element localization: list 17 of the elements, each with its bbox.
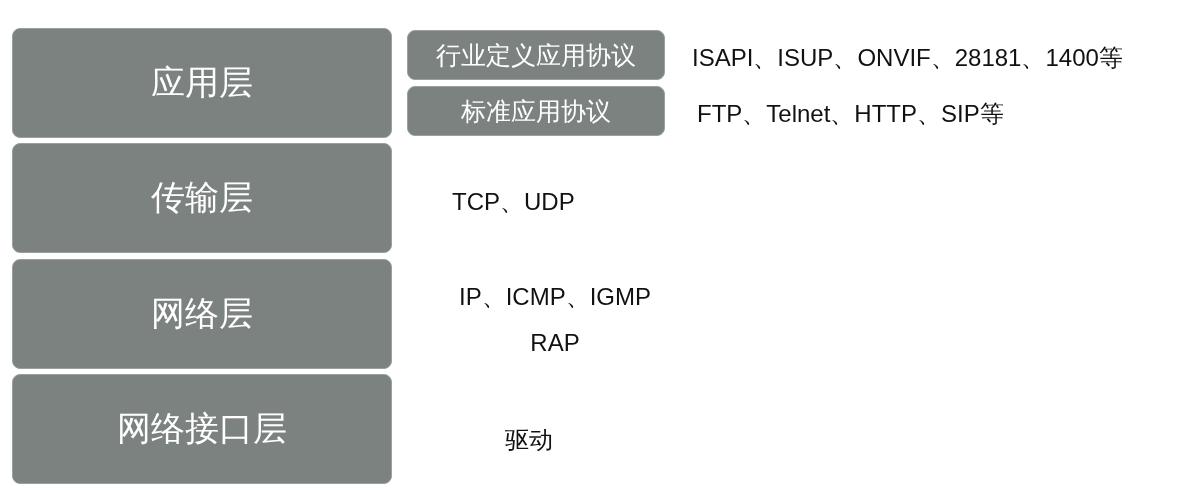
protocol-list: IP、ICMP、IGMP RAP xyxy=(440,274,670,366)
layer-name: 网络接口层 xyxy=(117,408,287,449)
protocol-box xyxy=(407,86,665,136)
layer-box xyxy=(12,28,392,138)
layer-name: 标准应用协议 xyxy=(461,95,611,127)
protocol-box xyxy=(407,30,665,80)
layer-box xyxy=(12,143,392,253)
driver-label: 驱动 xyxy=(505,425,553,455)
protocol-list: ISAPI、ISUP、ONVIF、28181、1400等 xyxy=(692,42,1123,74)
layer-name: 传输层 xyxy=(151,177,253,218)
layer-box xyxy=(12,374,392,484)
layer-box xyxy=(12,259,392,369)
layer-name: 行业定义应用协议 xyxy=(436,39,636,71)
layer-name: 网络层 xyxy=(151,293,253,334)
protocol-list: TCP、UDP xyxy=(452,186,575,218)
protocol-list: FTP、Telnet、HTTP、SIP等 xyxy=(697,98,1004,130)
layer-name: 应用层 xyxy=(151,62,253,103)
